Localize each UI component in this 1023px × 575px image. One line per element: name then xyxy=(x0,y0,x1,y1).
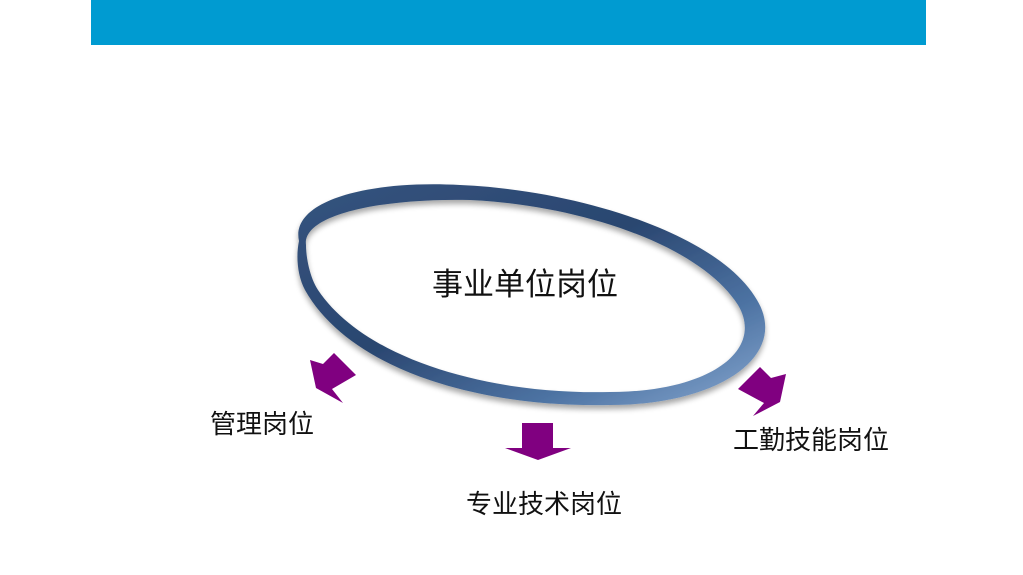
branch-label-labor-skill: 工勤技能岗位 xyxy=(733,426,890,456)
down-right-arrow-icon xyxy=(738,367,786,416)
down-arrow-icon xyxy=(505,423,571,460)
down-left-arrow-icon xyxy=(310,353,356,403)
center-label: 事业单位岗位 xyxy=(432,267,618,303)
header-bar xyxy=(91,0,926,45)
branch-label-professional-technical: 专业技术岗位 xyxy=(466,490,623,520)
branch-label-management: 管理岗位 xyxy=(210,410,315,440)
ring-band xyxy=(297,184,766,406)
